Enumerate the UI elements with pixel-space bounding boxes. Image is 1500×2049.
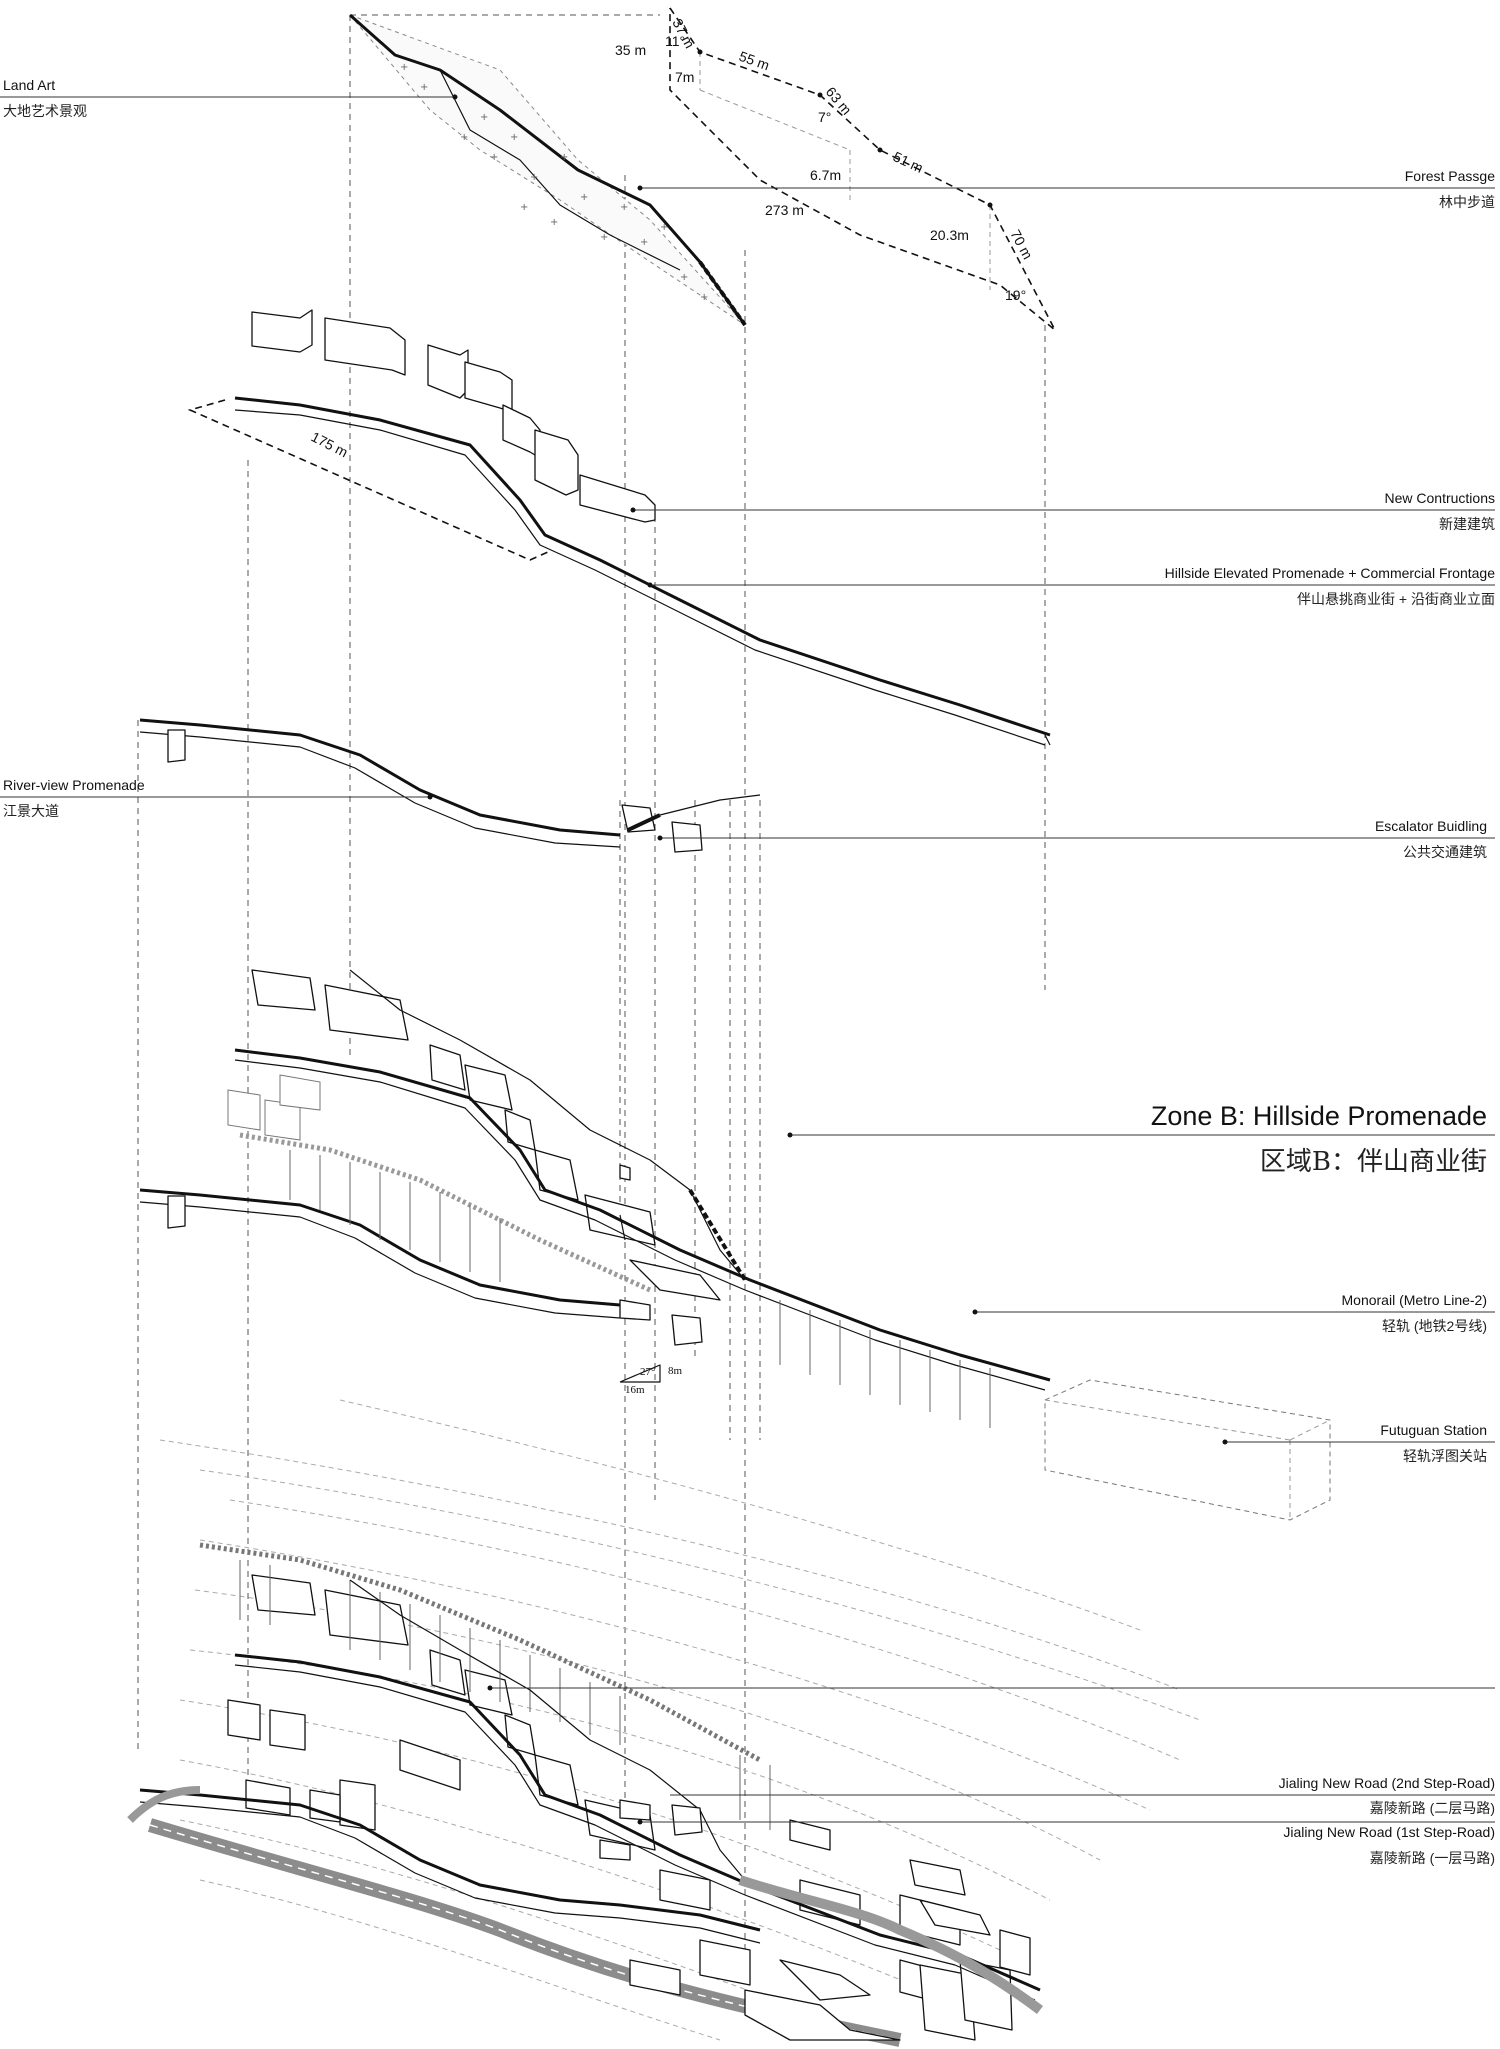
contours: [159, 1399, 1201, 2041]
land-art-layer: +++ +++ +++ +++ +++ +++: [348, 13, 747, 327]
dim-35m: 35 m: [615, 42, 646, 58]
svg-text:+: +: [530, 172, 538, 183]
label-land-art-zh: 大地艺术景观: [3, 103, 87, 119]
new-constructions-layer: 175 m: [187, 309, 1051, 746]
svg-text:+: +: [700, 292, 708, 303]
dim-8m: 8m: [668, 1365, 683, 1377]
svg-text:+: +: [620, 202, 628, 213]
svg-text:+: +: [520, 202, 528, 213]
projection-lines: [137, 14, 1046, 1960]
label-hillside-promenade-en: Hillside Elevated Promenade + Commercial…: [1165, 565, 1496, 581]
label-futuguan-zh: 轻轨浮图关站: [1403, 1448, 1487, 1464]
svg-text:+: +: [680, 272, 688, 283]
label-forest-passage-zh: 林中步道: [1439, 194, 1495, 210]
label-forest-passage-en: Forest Passge: [1405, 168, 1495, 184]
angle-11: 11°: [665, 33, 685, 49]
dim-70m: 70 m: [1007, 227, 1036, 262]
river-view-layer: [139, 718, 761, 853]
label-jialing-2nd-en: Jialing New Road (2nd Step-Road): [1279, 1775, 1495, 1791]
leader-lines: [0, 94, 1495, 1825]
label-jialing-1st-en: Jialing New Road (1st Step-Road): [1283, 1824, 1495, 1840]
dim-55m: 55 m: [737, 48, 772, 74]
svg-text:+: +: [660, 222, 668, 233]
label-monorail-en: Monorail (Metro Line-2): [1342, 1292, 1488, 1308]
zone-b-composite: 27° 8m 16m: [139, 969, 1051, 1428]
label-new-constructions-zh: 新建建筑: [1439, 516, 1495, 532]
dim-175m: 175 m: [309, 428, 351, 460]
label-river-view-en: River-view Promenade: [3, 777, 145, 793]
angle-19: 19°: [1005, 287, 1026, 303]
label-hillside-promenade-zh: 伴山悬挑商业街 + 沿街商业立面: [1297, 591, 1495, 607]
svg-text:+: +: [490, 152, 498, 163]
label-land-art-en: Land Art: [3, 77, 55, 93]
dim-51m: 51 m: [891, 148, 926, 176]
dim-7m: 7m: [675, 69, 694, 85]
svg-text:+: +: [420, 82, 428, 93]
svg-text:+: +: [480, 112, 488, 123]
escalator-building: [621, 794, 761, 853]
zone-title-en: Zone B: Hillside Promenade: [1151, 1101, 1487, 1131]
svg-text:+: +: [510, 132, 518, 143]
angle-7: 7°: [818, 109, 831, 125]
svg-text:+: +: [640, 237, 648, 248]
label-jialing-2nd-zh: 嘉陵新路 (二层马路): [1370, 1800, 1495, 1816]
svg-text:+: +: [460, 132, 468, 143]
zone-title-zh: 区域B：伴山商业街: [1260, 1147, 1487, 1177]
svg-text:+: +: [580, 192, 588, 203]
terrain-composite: [127, 1399, 1201, 2047]
dim-273m: 273 m: [765, 202, 804, 218]
labels: Land Art 大地艺术景观 Forest Passge 林中步道 New C…: [3, 77, 1495, 1866]
building-block: [251, 309, 656, 523]
svg-text:+: +: [400, 62, 408, 73]
svg-text:+: +: [600, 232, 608, 243]
label-escalator-zh: 公共交通建筑: [1403, 844, 1487, 860]
svg-text:+: +: [550, 217, 558, 228]
futuguan-station-box: [1044, 1379, 1331, 1521]
label-river-view-zh: 江景大道: [3, 803, 59, 819]
dim-16m: 16m: [625, 1384, 645, 1396]
label-escalator-en: Escalator Buidling: [1375, 818, 1487, 834]
label-new-constructions-en: New Contructions: [1385, 490, 1496, 506]
dimension-diagram: 37 m 35 m 11° 55 m 7m 63 m 7° 51 m 6.7m …: [615, 7, 1056, 331]
svg-text:+: +: [560, 152, 568, 163]
label-futuguan-en: Futuguan Station: [1380, 1422, 1487, 1438]
label-monorail-zh: 轻轨 (地铁2号线): [1382, 1318, 1487, 1334]
dim-20-3m: 20.3m: [930, 227, 969, 243]
dim-6-7m: 6.7m: [810, 167, 841, 183]
monorail-piers: [289, 1150, 991, 1428]
label-jialing-1st-zh: 嘉陵新路 (一层马路): [1370, 1850, 1495, 1866]
